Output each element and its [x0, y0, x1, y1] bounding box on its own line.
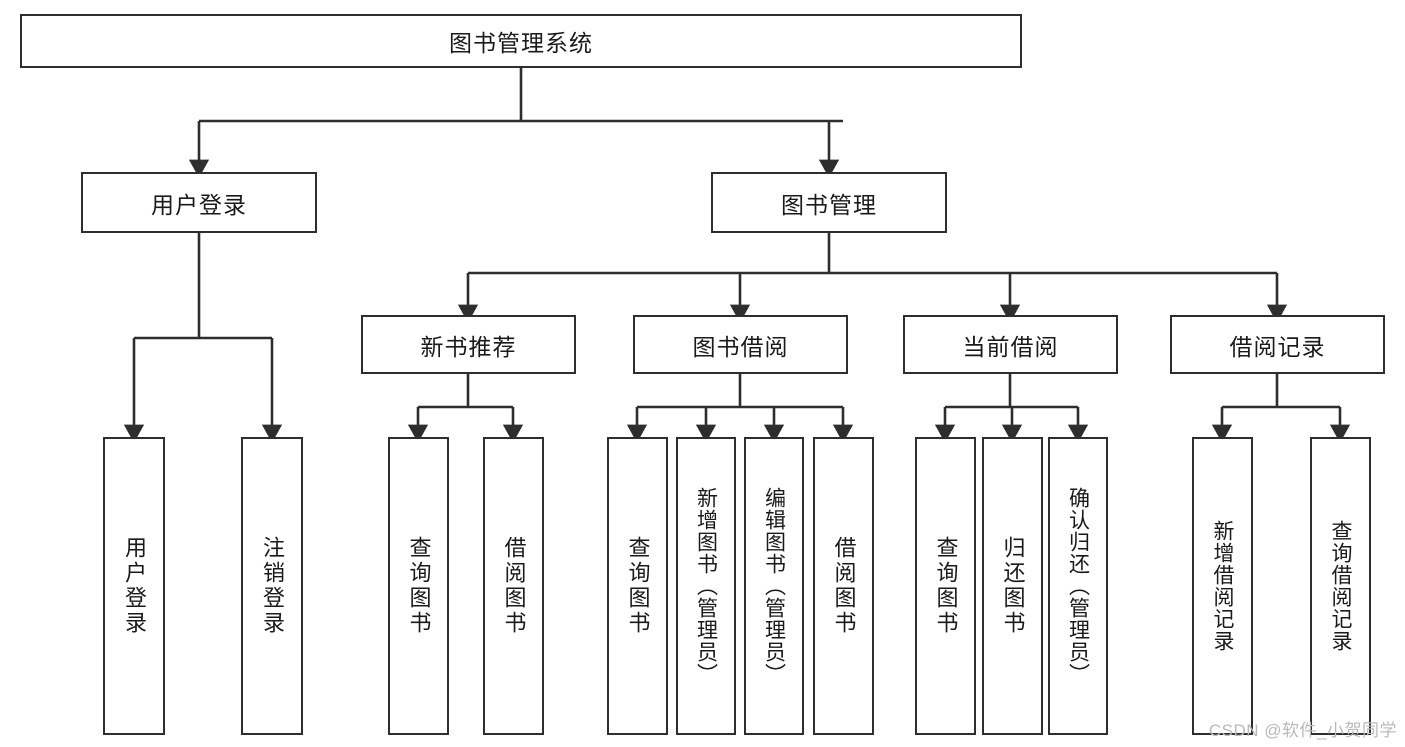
leaf-currentborrow-query-book[interactable]: 查询图书	[915, 437, 976, 735]
node-borrow-record[interactable]: 借阅记录	[1170, 315, 1385, 374]
node-user-login[interactable]: 用户登录	[81, 172, 317, 233]
leaf-user-login-logout[interactable]: 注销登录	[241, 437, 303, 735]
leaf-newbook-borrow-book[interactable]: 借阅图书	[483, 437, 544, 735]
leaf-bookborrow-edit-book-admin[interactable]: 编辑图书（管理员）	[744, 437, 804, 735]
node-book-borrow[interactable]: 图书借阅	[633, 315, 848, 374]
leaf-currentborrow-confirm-return-admin[interactable]: 确认归还（管理员）	[1048, 437, 1108, 735]
leaf-bookborrow-borrow-book[interactable]: 借阅图书	[813, 437, 874, 735]
node-book-management[interactable]: 图书管理	[711, 172, 947, 233]
leaf-borrowrecord-query-record[interactable]: 查询借阅记录	[1310, 437, 1371, 735]
leaf-user-login-login[interactable]: 用户登录	[103, 437, 165, 735]
leaf-currentborrow-return-book[interactable]: 归还图书	[982, 437, 1043, 735]
leaf-newbook-query-book[interactable]: 查询图书	[388, 437, 449, 735]
node-new-book-recommend[interactable]: 新书推荐	[361, 315, 576, 374]
watermark-text: CSDN @软件_小贺同学	[1208, 721, 1397, 740]
node-current-borrow[interactable]: 当前借阅	[903, 315, 1118, 374]
leaf-bookborrow-query-book[interactable]: 查询图书	[607, 437, 668, 735]
leaf-borrowrecord-add-record[interactable]: 新增借阅记录	[1192, 437, 1253, 735]
leaf-bookborrow-add-book-admin[interactable]: 新增图书（管理员）	[676, 437, 736, 735]
node-root-system[interactable]: 图书管理系统	[20, 14, 1022, 68]
